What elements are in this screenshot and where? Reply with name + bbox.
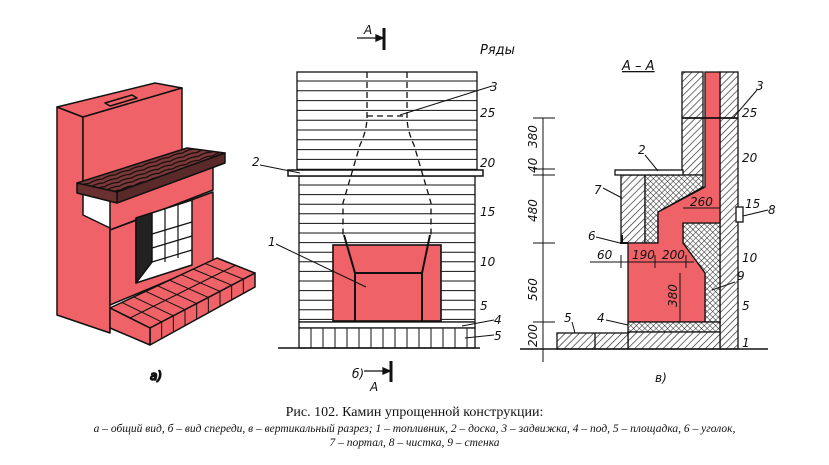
- view-c-label: в): [655, 371, 667, 385]
- sec-row-3: 3: [756, 79, 764, 93]
- row-label-3: 3: [490, 80, 498, 94]
- general-view: а): [56, 82, 256, 384]
- base-rows: [627, 331, 721, 350]
- front-view-labels: А А б) Ряды 3 25 20 15 10 5 4 5 2 1: [252, 23, 515, 394]
- hearth-floor: [298, 321, 476, 329]
- dim-190: 190: [632, 248, 655, 262]
- damper-slot: [104, 94, 138, 107]
- sec-row-15: 15: [745, 197, 760, 211]
- sec-callout-7: 7: [594, 183, 602, 197]
- row-label-5: 5: [480, 299, 488, 313]
- section-leaders: [571, 89, 769, 334]
- sec-callout-6: 6: [588, 229, 596, 243]
- horizontal-dimension: [590, 207, 720, 322]
- callout-1: 1: [268, 235, 276, 249]
- dim-60: 60: [597, 248, 613, 262]
- row-label-20: 20: [480, 156, 496, 170]
- dim-200: 200: [526, 324, 540, 347]
- section-mark-bottom: [364, 361, 393, 382]
- firebox-throat-lines: [343, 234, 431, 321]
- front-view: [259, 28, 495, 382]
- fire-opening-grid: [151, 205, 193, 263]
- mantel-board: [287, 169, 484, 177]
- section-mark-top: [357, 28, 386, 50]
- view-b-label: б): [352, 367, 364, 381]
- figure-caption-title: Рис. 102. Камин упрощенной конструкции:: [285, 405, 544, 420]
- hearth-brick-row: [129, 264, 237, 319]
- sec-callout-9: 9: [737, 269, 745, 283]
- hearth-floor-4: [627, 321, 721, 333]
- section-letter-top: А: [363, 23, 372, 37]
- leaders: [259, 85, 495, 339]
- dimension-ticks: [533, 117, 555, 323]
- sec-callout-5: 5: [564, 311, 572, 325]
- row-label-15: 15: [480, 205, 495, 219]
- dim-560: 560: [526, 278, 540, 301]
- platform-row: [298, 327, 476, 349]
- figure-caption-legend-line1: а – общий вид, б – вид спереди, в – верт…: [93, 423, 736, 435]
- hearth-side: [109, 307, 151, 346]
- portal-block: [620, 174, 646, 244]
- sec-callout-2: 2: [638, 143, 646, 157]
- sec-row-25: 25: [742, 106, 757, 120]
- dim-380-inner: 380: [666, 284, 680, 307]
- section-title: А – А: [621, 59, 655, 74]
- sec-callout-4: 4: [597, 311, 605, 325]
- chimney-back-wall: [719, 71, 739, 350]
- section-letter-bottom: А: [369, 380, 378, 394]
- platform-bricks: [310, 328, 468, 348]
- upper-masonry: [296, 71, 478, 171]
- callout-2: 2: [252, 155, 260, 169]
- flue-dashed-outline: [342, 72, 432, 235]
- mantel-board-section: [614, 169, 684, 176]
- sec-callout-8: 8: [768, 203, 776, 217]
- row-label-4: 4: [494, 313, 502, 327]
- sec-row-1: 1: [742, 336, 750, 350]
- cleanout-8: [735, 206, 744, 223]
- vertical-section: [520, 71, 769, 362]
- dim-200-h: 200: [662, 248, 685, 262]
- dim-40: 40: [526, 157, 540, 173]
- mantel-side: [76, 182, 118, 204]
- dim-380: 380: [526, 125, 540, 148]
- row-label-25: 25: [480, 106, 495, 120]
- sec-row-20: 20: [742, 151, 758, 165]
- dim-260: 260: [690, 195, 713, 209]
- hearth-bricks: [121, 263, 244, 339]
- platform-5: [556, 332, 629, 350]
- sec-row-10: 10: [742, 251, 758, 265]
- view-a-label: а): [150, 369, 162, 383]
- sec-row-5: 5: [742, 299, 750, 313]
- chimney-front-wall: [681, 71, 704, 176]
- angle-6: [620, 235, 628, 244]
- section-labels: А – А в) 380 40 480 560 200 60 190 200 2…: [526, 59, 776, 385]
- rows-title: Ряды: [480, 43, 515, 58]
- row-label-5-platform: 5: [494, 329, 502, 343]
- row-label-10: 10: [480, 255, 496, 269]
- dim-480: 480: [526, 199, 540, 222]
- figure-caption-legend-line2: 7 – портал, 8 – чистка, 9 – стенка: [329, 437, 500, 449]
